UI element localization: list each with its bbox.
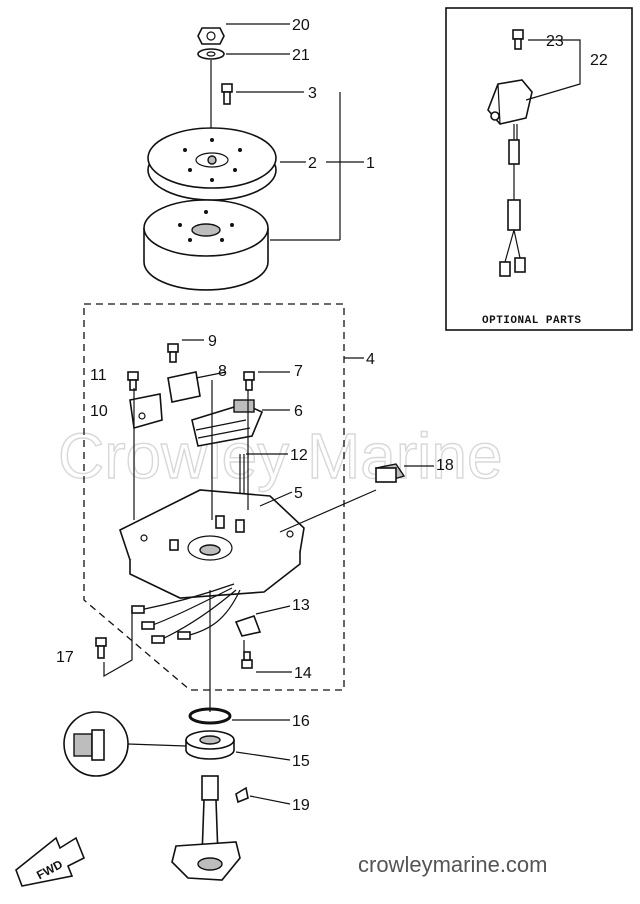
callout-20: 20	[292, 17, 310, 34]
base-assembly-outline	[83, 303, 345, 691]
fwd-arrow-icon: FWD	[15, 836, 86, 887]
callout-12: 12	[290, 447, 308, 464]
callout-3: 3	[308, 85, 317, 102]
leader-15	[235, 751, 291, 761]
callout-16: 16	[292, 713, 310, 730]
callout-17: 17	[56, 649, 74, 666]
callout-7: 7	[294, 363, 303, 380]
flywheel-cover	[147, 127, 277, 201]
callout-1: 1	[366, 155, 375, 172]
crankshaft	[171, 775, 241, 881]
leader-3	[236, 91, 341, 240]
callout-8: 8	[218, 363, 227, 380]
bolt-23	[512, 29, 524, 50]
callout-5: 5	[294, 485, 303, 502]
bolt-7	[243, 371, 255, 391]
site-url: crowleymarine.com	[358, 852, 548, 877]
callout-6: 6	[294, 403, 303, 420]
leader-18-base	[279, 489, 377, 533]
pulser-coil-10	[129, 393, 163, 430]
o-ring-16	[188, 707, 232, 725]
lighting-coil-8	[167, 371, 227, 403]
assembly-guides	[133, 380, 249, 520]
leader-5	[259, 491, 293, 507]
callout-23: 23	[546, 33, 564, 50]
regulator-22	[487, 79, 533, 277]
wiring-harness	[131, 583, 241, 644]
connector-18	[374, 463, 406, 483]
bearing-15	[185, 730, 235, 760]
nut-20	[197, 27, 225, 45]
detail-magnifier	[63, 711, 187, 777]
callout-19: 19	[292, 797, 310, 814]
callout-11: 11	[90, 367, 107, 384]
flywheel-2	[143, 199, 269, 291]
woodruff-key-19	[235, 786, 249, 804]
callout-9: 9	[208, 333, 217, 350]
optional-parts-box: OPTIONAL PARTS	[445, 7, 633, 331]
bolt-9	[167, 343, 179, 363]
callout-13: 13	[292, 597, 310, 614]
callout-10: 10	[90, 403, 108, 420]
bolt-11	[127, 371, 139, 391]
callout-2: 2	[308, 155, 317, 172]
leader-22-23	[525, 39, 581, 101]
optional-parts-label: OPTIONAL PARTS	[482, 315, 581, 327]
leader-17	[103, 610, 133, 678]
charge-coil-6	[191, 399, 264, 447]
callout-21: 21	[292, 47, 310, 64]
callout-4: 4	[366, 351, 375, 368]
bolt-14	[241, 651, 253, 669]
leader-13	[255, 605, 291, 615]
callout-14: 14	[294, 665, 312, 682]
callout-18: 18	[436, 457, 454, 474]
bolt-17	[95, 637, 107, 659]
watermark-text: Crowley Marine	[58, 420, 503, 492]
callout-22: 22	[590, 52, 608, 69]
magneto-base-5	[119, 489, 305, 599]
clamp-13	[234, 614, 262, 637]
callout-15: 15	[292, 753, 310, 770]
leader-19	[249, 795, 291, 805]
bolt-3	[221, 83, 233, 105]
washer-21	[197, 48, 225, 60]
